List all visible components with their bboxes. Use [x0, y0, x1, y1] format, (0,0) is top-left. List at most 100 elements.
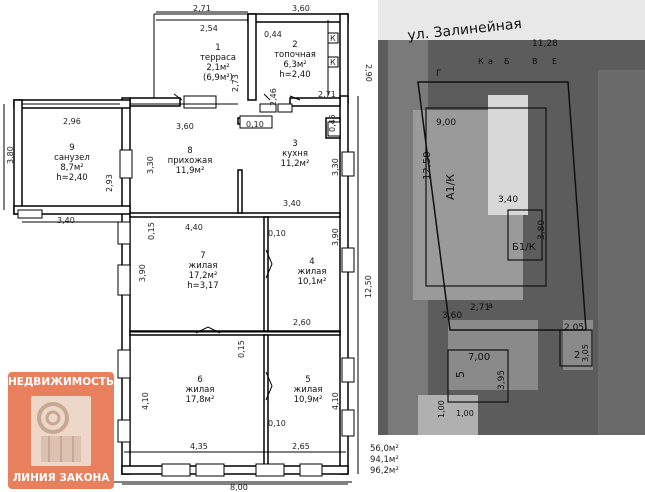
- room-1: 1 терраса 2,1м² (6,9м²): [200, 43, 236, 83]
- photo-label-11: 3,95: [497, 370, 507, 390]
- room-4-area: 10,1м²: [298, 277, 327, 287]
- dim-14: 3,30: [331, 158, 340, 176]
- room-4-name: жилая: [298, 267, 327, 277]
- room-8-name: прихожая: [168, 156, 213, 166]
- room-2-name: топочная: [274, 50, 316, 60]
- dim-5: 2,73: [231, 74, 240, 92]
- room-2: 2 топочная 6,3м² h=2,40: [274, 40, 316, 80]
- photo-label-2: 12,50: [422, 151, 433, 180]
- room-9-num: 9: [69, 143, 74, 153]
- photo-label-8: 2,71: [470, 303, 490, 313]
- room-9-name: санузел: [54, 153, 90, 163]
- photo-letter-2: В: [532, 57, 538, 66]
- room-1-num: 1: [215, 43, 220, 53]
- photo-letter-4: а: [488, 57, 493, 66]
- dim-10: 0,10: [246, 120, 264, 129]
- room-5-area: 10,9м²: [294, 395, 323, 405]
- photo-label-16: 1,00: [456, 409, 474, 418]
- room-6-num: 6: [197, 375, 202, 385]
- room-3-area: 11,2м²: [281, 159, 310, 169]
- dim-17: 3,40: [283, 199, 301, 208]
- dim-15: 2,93: [105, 174, 114, 192]
- column-icon: [31, 396, 91, 466]
- total-living: 56,0м²: [370, 444, 399, 454]
- dim-26: 4,10: [141, 392, 150, 410]
- dim-27: 4,10: [331, 392, 340, 410]
- room-4: 4 жилая 10,1м²: [298, 257, 327, 287]
- room-8-num: 8: [187, 146, 192, 156]
- dim-19: 4,40: [185, 223, 203, 232]
- room-1-area: 2,1м²: [206, 63, 229, 73]
- walls: [13, 13, 349, 475]
- dim-1: 3,60: [292, 4, 310, 13]
- room-2-height: h=2,40: [279, 70, 310, 80]
- room-7-num: 7: [200, 251, 205, 261]
- photo-label-7: 3,60: [442, 311, 462, 321]
- photo-letter-3: Е: [552, 57, 557, 66]
- agency-logo: НЕДВИЖИМОСТЬ ЛИНИЯ ЗАКОНА: [8, 372, 114, 489]
- room-8: 8 прихожая 11,9м²: [168, 146, 213, 176]
- dim-12: 3,80: [6, 146, 15, 164]
- dim-18: 0,15: [147, 222, 156, 240]
- photo-label-15: 1,00: [437, 400, 446, 418]
- room-6-area: 17,8м²: [186, 395, 215, 405]
- room-7-height: h=3,17: [187, 281, 218, 291]
- room-8-area: 11,9м²: [176, 166, 205, 176]
- photo-letter-0: Г: [436, 69, 442, 79]
- k-box-1: [327, 32, 339, 44]
- room-7: 7 жилая 17,2м² h=3,17: [187, 251, 218, 291]
- doors: [173, 93, 301, 401]
- room-1-name: терраса: [200, 53, 236, 63]
- dim-29: 4,35: [190, 442, 208, 451]
- dim-9: 3,60: [176, 122, 194, 131]
- dim-0: 2,71: [193, 4, 211, 13]
- dim-25: 0,15: [237, 340, 246, 358]
- photo-letter-5: К: [478, 57, 484, 66]
- photo-label-3: А1/К: [444, 174, 457, 200]
- room-6: 6 жилая 17,8м²: [186, 375, 215, 405]
- photo-label-6: 3,80: [537, 220, 547, 240]
- photo-label-12: 2,05: [564, 323, 584, 333]
- room-3-num: 3: [292, 139, 297, 149]
- room-1-extra: (6,9м²): [203, 73, 233, 83]
- room-5-num: 5: [305, 375, 310, 385]
- windows: [17, 95, 355, 477]
- floor-plan: К К 2,71 3,60 2,54 0,44 2,90 2,73 2,46 2…: [3, 4, 373, 492]
- dim-3: 0,44: [264, 30, 282, 39]
- photo-label-4: 3,40: [498, 195, 518, 205]
- dim-31: 8,00: [230, 483, 248, 492]
- room-9-height: h=2,40: [56, 173, 87, 183]
- room-9: 9 санузел 8,7м² h=2,40: [54, 143, 90, 183]
- room-5-name: жилая: [294, 385, 323, 395]
- dim-6: 2,46: [269, 88, 278, 106]
- site-plan-photo: ул. Залинейная 11,28 9,00 12,50 А1/К 3,4…: [378, 0, 645, 435]
- photo-label-0: 11,28: [532, 39, 558, 49]
- dim-21: 3,90: [331, 228, 340, 246]
- room-2-num: 2: [292, 40, 297, 50]
- dim-30: 2,65: [292, 442, 310, 451]
- photo-letter-1: Б: [504, 57, 510, 66]
- room-9-area: 8,7м²: [60, 163, 83, 173]
- dim-7: 2,71: [318, 90, 336, 99]
- dim-22: 3,90: [138, 264, 147, 282]
- total-general: 94,1м²: [370, 455, 399, 465]
- dim-8: 2,96: [63, 117, 81, 126]
- logo-top-text: НЕДВИЖИМОСТЬ: [8, 376, 114, 388]
- room-3: 3 кухня 11,2м²: [281, 139, 310, 169]
- k-mark-1: К: [330, 34, 336, 43]
- dim-24: 2,60: [293, 318, 311, 327]
- room-3-name: кухня: [282, 149, 308, 159]
- photo-letter-6: a: [488, 301, 493, 310]
- dim-4: 2,90: [364, 64, 373, 82]
- photo-label-1: 9,00: [436, 118, 456, 128]
- photo-label-5: Б1/К: [512, 242, 536, 253]
- room-2-area: 6,3м²: [283, 60, 306, 70]
- dim-16: 3,40: [57, 216, 75, 225]
- dim-11: 0,45: [328, 114, 337, 132]
- room-7-name: жилая: [189, 261, 218, 271]
- dim-23: 12,50: [364, 275, 373, 298]
- dim-20: 0,10: [268, 229, 286, 238]
- photo-label-14: 3,05: [581, 344, 590, 362]
- photo-label-9: 7,00: [468, 352, 490, 363]
- k-box-2: [327, 56, 339, 68]
